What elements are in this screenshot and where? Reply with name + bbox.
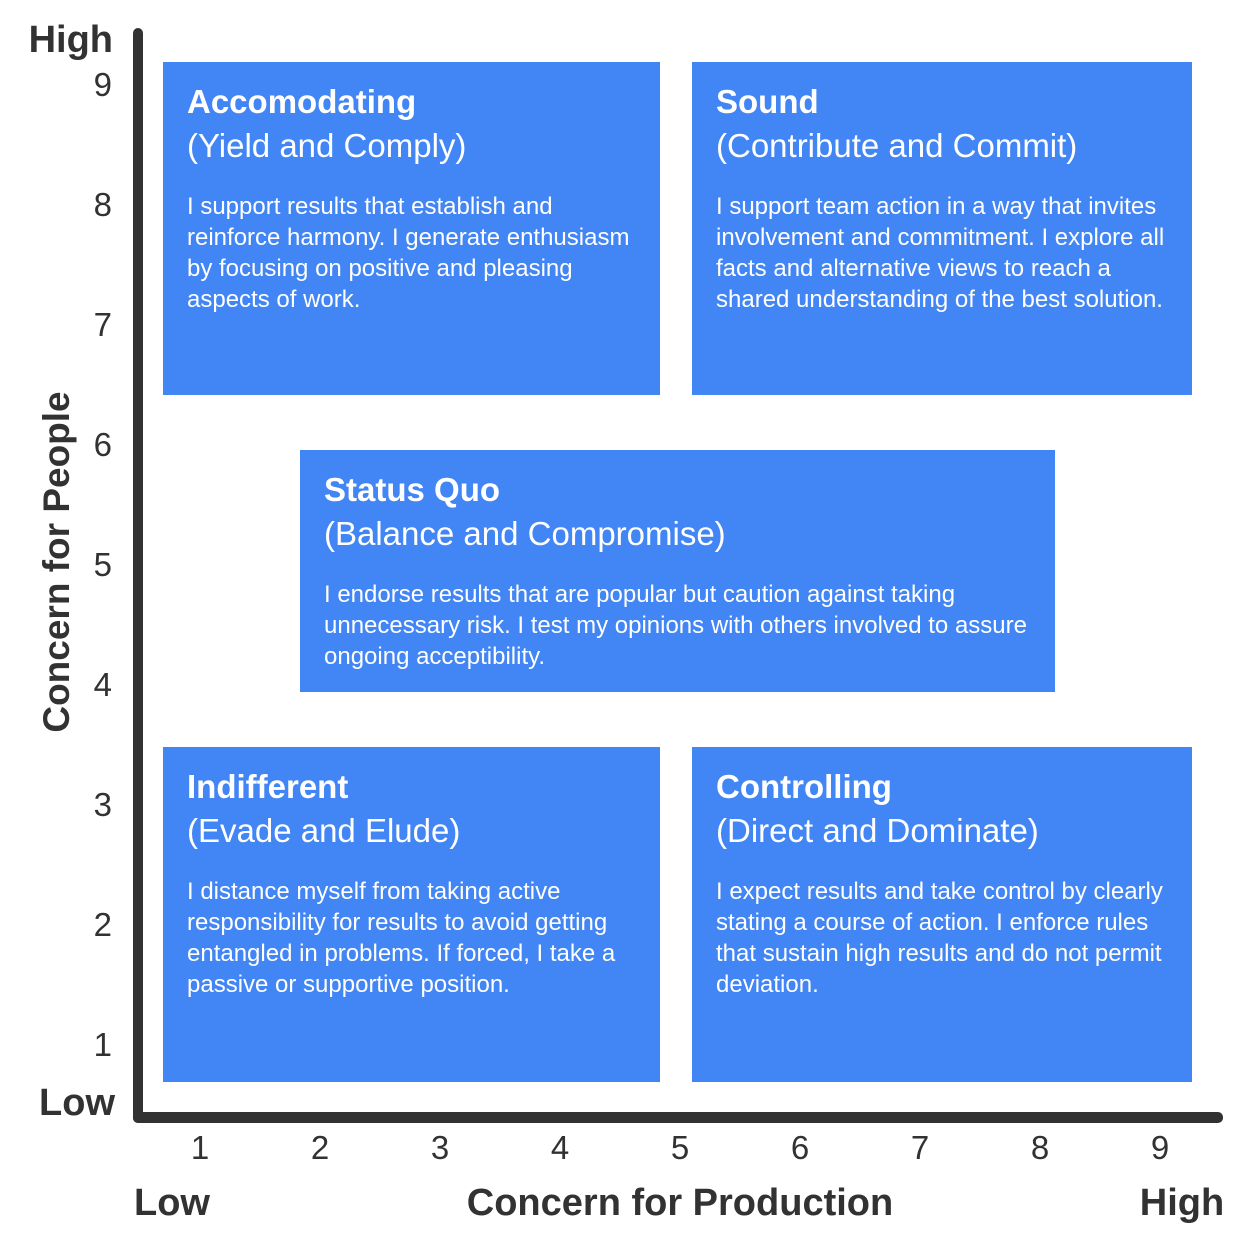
x-axis-tick: 5 [670,1129,690,1166]
x-axis-title: Concern for Production [466,1182,894,1224]
card-title: Indifferent [187,768,349,805]
card-status-quo: Status Quo (Balance and Compromise) I en… [300,450,1055,692]
card-description: I endorse results that are popular but c… [324,581,1027,670]
card-subtitle: (Direct and Dominate) [716,812,1039,849]
card-controlling: Controlling (Direct and Dominate) I expe… [692,747,1192,1082]
x-axis-tick: 4 [550,1129,570,1166]
card-title: Accomodating [187,83,417,120]
card-description: I support results that establish and rei… [187,193,630,313]
y-axis-tick: 7 [93,306,112,343]
x-axis-tick: 6 [790,1129,810,1166]
y-axis-line [133,28,143,1123]
y-axis-tick: 6 [93,426,112,463]
y-axis-tick: 8 [93,186,112,223]
card-description: I support team action in a way that invi… [716,193,1165,313]
y-axis-tick: 3 [93,786,112,823]
card-title: Controlling [716,768,892,805]
card-description: I distance myself from taking active res… [187,878,616,998]
x-axis-tick: 2 [310,1129,330,1166]
x-axis-tick: 1 [190,1129,210,1166]
card-indifferent: Indifferent (Evade and Elude) I distance… [163,747,660,1082]
card-subtitle: (Balance and Compromise) [324,515,726,552]
card-title: Sound [716,83,819,120]
card-title: Status Quo [324,471,501,508]
y-axis-high-label: High [28,19,113,61]
x-axis-tick: 3 [430,1129,450,1166]
card-sound: Sound (Contribute and Commit) I support … [692,62,1192,395]
x-axis-high-label: High [1139,1182,1225,1224]
x-axis-low-label: Low [134,1182,210,1224]
x-axis-line [133,1112,1223,1123]
x-axis-tick: 8 [1030,1129,1050,1166]
x-axis-tick: 7 [910,1129,930,1166]
card-subtitle: (Yield and Comply) [187,127,467,164]
y-axis-tick: 4 [93,666,112,703]
y-axis-low-label: Low [39,1082,115,1124]
y-axis-tick: 1 [93,1026,112,1063]
y-axis-tick: 9 [93,66,112,103]
y-axis-tick: 5 [93,546,112,583]
card-subtitle: (Contribute and Commit) [716,127,1078,164]
y-axis-tick: 2 [93,906,112,943]
card-subtitle: (Evade and Elude) [187,812,461,849]
card-description: I expect results and take control by cle… [716,878,1163,998]
card-accommodating: Accomodating (Yield and Comply) I suppor… [163,62,660,395]
x-axis-tick: 9 [1150,1129,1170,1166]
